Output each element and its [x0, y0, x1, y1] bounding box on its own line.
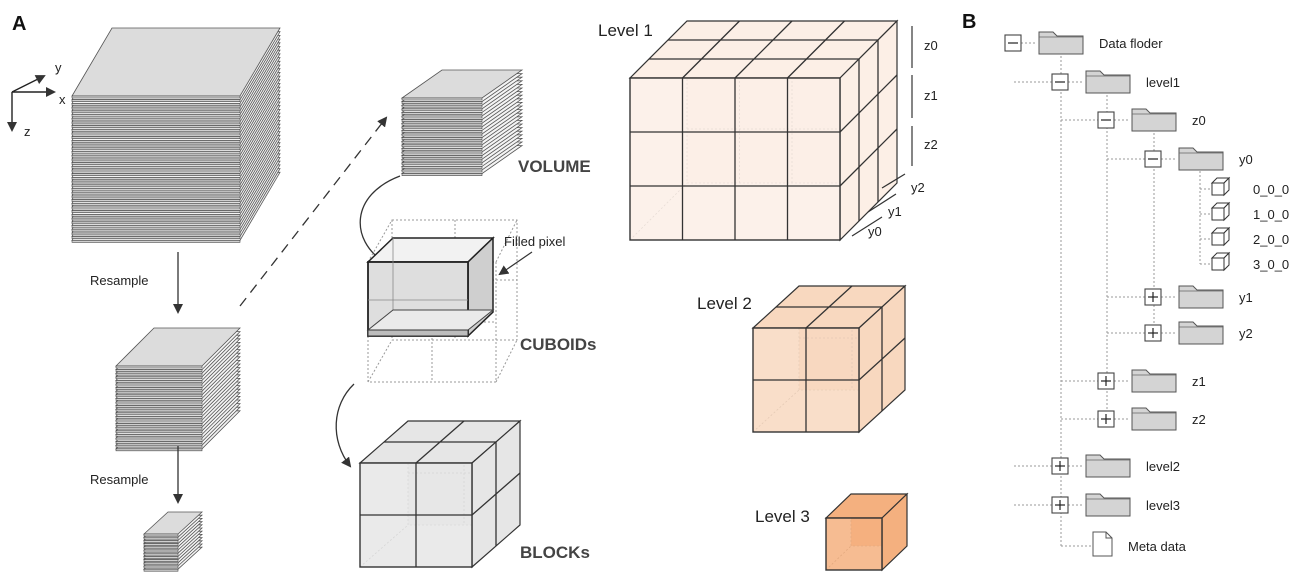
level1-label: Level 1	[598, 21, 653, 40]
filled-pixel-label: Filled pixel	[504, 234, 566, 249]
arrow-cuboids-to-blocks	[335, 383, 355, 468]
panel-a-label: A	[12, 13, 26, 35]
tree-label: z0	[1192, 113, 1206, 128]
tree-node-2-0-0[interactable]: 2_0_0	[1210, 226, 1289, 247]
volume-stack-resampled	[115, 327, 241, 452]
tree-node-z0[interactable]: z0	[1097, 108, 1206, 132]
tree-label: z1	[1192, 374, 1206, 389]
tree-node-y1[interactable]: y1	[1144, 285, 1253, 309]
tree-label: level2	[1146, 459, 1180, 474]
tree-label: 3_0_0	[1253, 257, 1289, 272]
z1-label: z1	[924, 88, 938, 103]
volume-stack-resampled-twice	[142, 511, 204, 572]
y1-label: y1	[888, 204, 902, 219]
filled-pixel-arrow	[498, 251, 533, 276]
tree-label: y2	[1239, 326, 1253, 341]
tree-label: level1	[1146, 75, 1180, 90]
tree-label: level3	[1146, 498, 1180, 513]
tree-node-z1[interactable]: z1	[1097, 369, 1206, 393]
folder-tree: Data floder level1 z0 y00_0_0 1_0_0 2_0_0 3_0_…	[1004, 31, 1289, 557]
tree-node-data-floder[interactable]: Data floder	[1004, 31, 1163, 55]
axis-z-label: z	[24, 124, 31, 139]
z0-label: z0	[924, 38, 938, 53]
tree-label: 2_0_0	[1253, 232, 1289, 247]
volume-label: VOLUME	[518, 157, 591, 176]
tree-node-y2[interactable]: y2	[1144, 321, 1253, 345]
y-ranges: y2 y1 y0	[851, 173, 925, 239]
level2-cube	[751, 284, 907, 434]
tree-node-0-0-0[interactable]: 0_0_0	[1210, 176, 1289, 197]
tree-label: Data floder	[1099, 36, 1163, 51]
axis-y-label: y	[55, 60, 62, 75]
panel-b-label: B	[962, 11, 976, 33]
level3-cube	[824, 492, 909, 572]
resample-label-2: Resample	[90, 472, 149, 487]
tree-label: y1	[1239, 290, 1253, 305]
tree-node-z2[interactable]: z2	[1097, 407, 1206, 431]
tree-label: z2	[1192, 412, 1206, 427]
arrow-volume-to-cuboids	[359, 175, 401, 264]
tree-node-1-0-0[interactable]: 1_0_0	[1210, 201, 1289, 222]
axes-indicator: y x z	[7, 60, 66, 139]
cuboids-label: CUBOIDs	[520, 335, 597, 354]
tree-node-level3[interactable]: level3	[1051, 493, 1180, 517]
tree-node-meta-data[interactable]: Meta data	[1092, 531, 1187, 557]
axis-x-label: x	[59, 92, 66, 107]
tree-label: y0	[1239, 152, 1253, 167]
y2-label: y2	[911, 180, 925, 195]
y0-label: y0	[868, 224, 882, 239]
z-ranges: z0 z1 z2	[911, 26, 938, 166]
tree-label: Meta data	[1128, 539, 1187, 554]
level1-cube	[628, 19, 899, 242]
blocks-label: BLOCKs	[520, 543, 590, 562]
level2-label: Level 2	[697, 294, 752, 313]
volume-stack-full-resolution	[71, 27, 281, 243]
tree-node-3-0-0[interactable]: 3_0_0	[1210, 251, 1289, 272]
tree-node-level2[interactable]: level2	[1051, 454, 1180, 478]
tree-label: 0_0_0	[1253, 182, 1289, 197]
dashed-arrow-to-volume	[239, 116, 388, 307]
z2-label: z2	[924, 137, 938, 152]
level3-label: Level 3	[755, 507, 810, 526]
tree-label: 1_0_0	[1253, 207, 1289, 222]
tree-node-y0[interactable]: y0	[1144, 147, 1253, 171]
volume-stack-icon	[400, 69, 524, 176]
resample-label-1: Resample	[90, 273, 149, 288]
cuboids-figure	[366, 219, 518, 383]
blocks-figure	[358, 419, 522, 569]
tree-node-level1[interactable]: level1	[1051, 70, 1180, 94]
